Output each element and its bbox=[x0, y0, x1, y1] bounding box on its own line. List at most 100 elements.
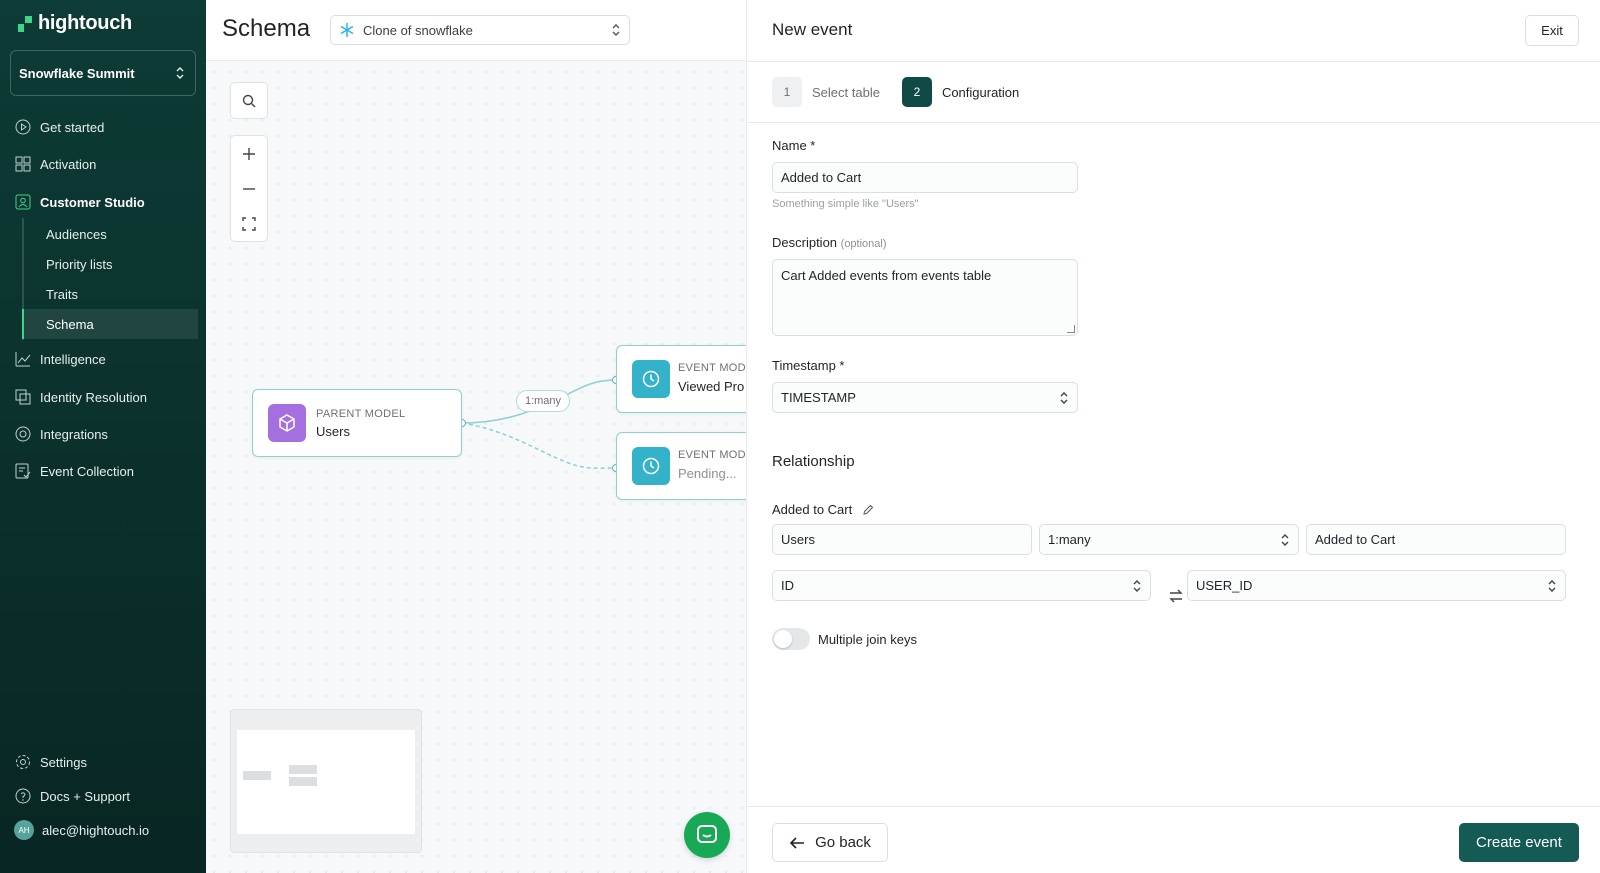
nav-settings[interactable]: Settings bbox=[14, 750, 87, 774]
name-help-text: Something simple like "Users" bbox=[772, 198, 919, 210]
edge-label: 1:many bbox=[516, 390, 570, 412]
minimap-node bbox=[289, 777, 317, 786]
nav-label: Activation bbox=[40, 156, 97, 172]
new-event-panel: New event Exit 1 Select table 2 Configur… bbox=[746, 0, 1600, 873]
name-input[interactable]: Added to Cart bbox=[772, 162, 1078, 193]
sub-label: Traits bbox=[46, 286, 79, 302]
nav-intelligence[interactable]: Intelligence bbox=[14, 347, 106, 371]
chevron-up-down-icon bbox=[1133, 579, 1141, 592]
help-circle-icon bbox=[14, 787, 32, 805]
fit-view-button[interactable] bbox=[231, 206, 267, 241]
event-model-node[interactable]: EVENT MOD Viewed Pro bbox=[616, 345, 746, 413]
identity-icon bbox=[14, 388, 32, 406]
create-event-button[interactable]: Create event bbox=[1459, 823, 1579, 862]
resize-handle-icon[interactable] bbox=[1067, 325, 1075, 333]
nav-label: Intelligence bbox=[40, 351, 106, 367]
event-model-node-pending[interactable]: EVENT MOD Pending... bbox=[616, 432, 746, 500]
search-control bbox=[230, 82, 268, 119]
rel-from-value: Users bbox=[781, 532, 815, 547]
sidebar-item-audiences[interactable]: Audiences bbox=[24, 219, 200, 249]
user-menu[interactable]: AH alec@hightouch.io bbox=[14, 818, 149, 842]
source-selector[interactable]: Clone of snowflake bbox=[330, 15, 630, 45]
panel-footer: Go back Create event bbox=[747, 806, 1600, 873]
join-left-value: ID bbox=[781, 578, 794, 593]
nav-identity-resolution[interactable]: Identity Resolution bbox=[14, 385, 147, 409]
node-title: Pending... bbox=[678, 466, 737, 481]
multiple-join-keys-toggle[interactable] bbox=[772, 628, 810, 650]
chevron-up-down-icon bbox=[1548, 579, 1556, 592]
cube-icon bbox=[268, 404, 306, 442]
snowflake-icon bbox=[340, 23, 354, 37]
submenu-rail bbox=[22, 218, 24, 340]
hightouch-logo-icon bbox=[18, 15, 32, 32]
nav-label: Customer Studio bbox=[40, 194, 145, 210]
chevron-up-down-icon bbox=[1281, 533, 1289, 546]
nav-label: Settings bbox=[40, 754, 87, 770]
brand-name: hightouch bbox=[38, 12, 132, 34]
avatar: AH bbox=[14, 820, 34, 840]
nav-docs-support[interactable]: Docs + Support bbox=[14, 784, 130, 808]
node-title: Users bbox=[316, 424, 350, 439]
step-number[interactable]: 1 bbox=[772, 77, 802, 107]
swap-arrows-icon bbox=[1166, 586, 1186, 606]
search-button[interactable] bbox=[231, 83, 267, 118]
chat-support-button[interactable] bbox=[684, 812, 730, 858]
timestamp-value: TIMESTAMP bbox=[781, 390, 856, 405]
arrow-left-icon bbox=[789, 836, 805, 849]
fullscreen-icon bbox=[242, 216, 256, 231]
parent-model-node[interactable]: PARENT MODEL Users bbox=[252, 389, 462, 457]
nav-activation[interactable]: Activation bbox=[14, 152, 96, 176]
go-back-button[interactable]: Go back bbox=[772, 823, 888, 862]
go-back-label: Go back bbox=[815, 834, 871, 851]
join-key-left-select[interactable]: ID bbox=[772, 570, 1151, 601]
gear-icon bbox=[14, 753, 32, 771]
name-label: Name * bbox=[772, 138, 816, 153]
canvas-topbar: Schema Clone of snowflake bbox=[206, 0, 746, 61]
clock-icon bbox=[632, 447, 670, 485]
nav-customer-studio[interactable]: Customer Studio bbox=[14, 190, 145, 214]
panel-header: New event Exit bbox=[747, 0, 1600, 62]
minimap[interactable] bbox=[230, 709, 422, 853]
optional-tag: (optional) bbox=[840, 238, 887, 250]
chevron-up-down-icon bbox=[612, 24, 620, 36]
edge-dashed bbox=[461, 422, 617, 469]
play-circle-icon bbox=[14, 118, 32, 136]
sub-label: Priority lists bbox=[46, 256, 113, 272]
step-label: Configuration bbox=[941, 84, 1020, 100]
timestamp-select[interactable]: TIMESTAMP bbox=[772, 382, 1078, 413]
stepper: 1 Select table 2 Configuration bbox=[772, 76, 1019, 108]
workspace-selector[interactable]: Snowflake Summit bbox=[10, 50, 196, 96]
description-label-text: Description bbox=[772, 235, 838, 250]
description-textarea[interactable]: Cart Added events from events table bbox=[772, 259, 1078, 336]
join-right-value: USER_ID bbox=[1196, 578, 1253, 593]
sidebar-item-traits[interactable]: Traits bbox=[24, 279, 200, 309]
nav-label: Docs + Support bbox=[40, 788, 130, 804]
page-title: Schema bbox=[222, 15, 311, 42]
nav-label: Integrations bbox=[40, 426, 108, 442]
brand-logo[interactable]: hightouch bbox=[18, 12, 132, 35]
exit-button[interactable]: Exit bbox=[1525, 15, 1579, 46]
sub-label: Audiences bbox=[46, 226, 107, 242]
zoom-out-button[interactable] bbox=[231, 171, 267, 206]
nav-event-collection[interactable]: Event Collection bbox=[14, 459, 134, 483]
nav-integrations[interactable]: Integrations bbox=[14, 422, 108, 446]
step-label[interactable]: Select table bbox=[812, 84, 880, 100]
chat-icon bbox=[697, 825, 717, 843]
user-email: alec@hightouch.io bbox=[42, 822, 150, 838]
cardinality-select[interactable]: 1:many bbox=[1039, 524, 1299, 555]
event-collection-icon bbox=[14, 462, 32, 480]
relationship-heading: Relationship bbox=[772, 453, 855, 470]
schema-canvas[interactable]: Schema Clone of snowflake 1:many PARENT … bbox=[206, 0, 746, 873]
sidebar-item-priority-lists[interactable]: Priority lists bbox=[24, 249, 200, 279]
zoom-in-button[interactable] bbox=[231, 136, 267, 171]
sidebar: hightouch Snowflake Summit Get started A… bbox=[0, 0, 206, 873]
rel-to-value: Added to Cart bbox=[1315, 532, 1396, 547]
node-title: Viewed Pro bbox=[678, 379, 745, 394]
minimap-viewport bbox=[237, 730, 415, 834]
nav-get-started[interactable]: Get started bbox=[14, 115, 104, 139]
join-key-right-select[interactable]: USER_ID bbox=[1187, 570, 1566, 601]
cardinality-value: 1:many bbox=[1048, 532, 1091, 547]
chart-icon bbox=[14, 350, 32, 368]
sidebar-item-schema[interactable]: Schema bbox=[22, 309, 198, 339]
pencil-icon[interactable] bbox=[862, 504, 874, 516]
